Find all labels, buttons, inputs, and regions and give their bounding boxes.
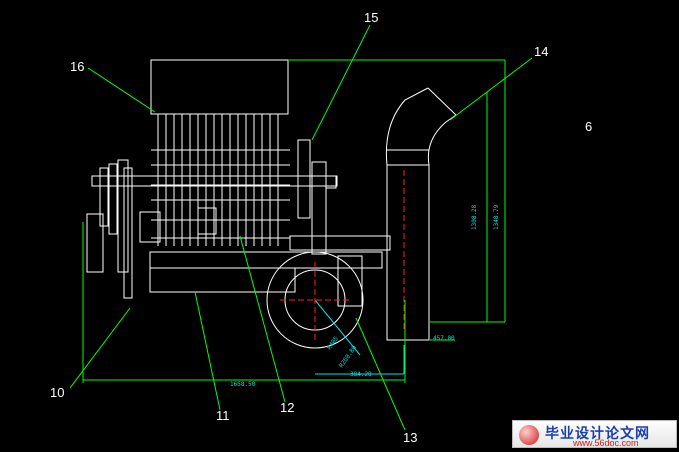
hammer-array [151, 114, 290, 246]
label-15: 15 [364, 10, 378, 25]
dim-roller-dia-a: R405 [326, 335, 340, 351]
dim-overall-length: 1658.50 [230, 381, 256, 388]
label-10: 10 [50, 385, 64, 400]
watermark-url: www.56doc.com [573, 438, 639, 448]
dim-pipe-height-a: 1308.28 [471, 204, 478, 230]
dim-roller-offset: 384.28 [350, 371, 372, 378]
watermark-badge: 毕业设计论文网 www.56doc.com [512, 420, 677, 448]
label-13: 13 [403, 430, 417, 445]
globe-logo-icon [519, 425, 539, 445]
label-12: 12 [280, 400, 294, 415]
leader-lines [69, 24, 533, 431]
label-6: 6 [585, 119, 592, 134]
dim-roller-dia-b: R260.80 [338, 344, 358, 369]
label-16: 16 [70, 59, 84, 74]
belt-pulley [86, 159, 133, 299]
discharge-pipe [385, 87, 457, 341]
watermark-title: 毕业设计论文网 [545, 426, 650, 442]
label-11: 11 [216, 408, 230, 423]
dim-pipe-height-b: 1348.79 [493, 204, 500, 230]
dimension-marks [314, 299, 405, 375]
machine-outline [86, 59, 457, 349]
label-14: 14 [534, 44, 548, 59]
centerlines [280, 170, 405, 340]
dim-pipe-offset: 457.00 [433, 335, 455, 342]
